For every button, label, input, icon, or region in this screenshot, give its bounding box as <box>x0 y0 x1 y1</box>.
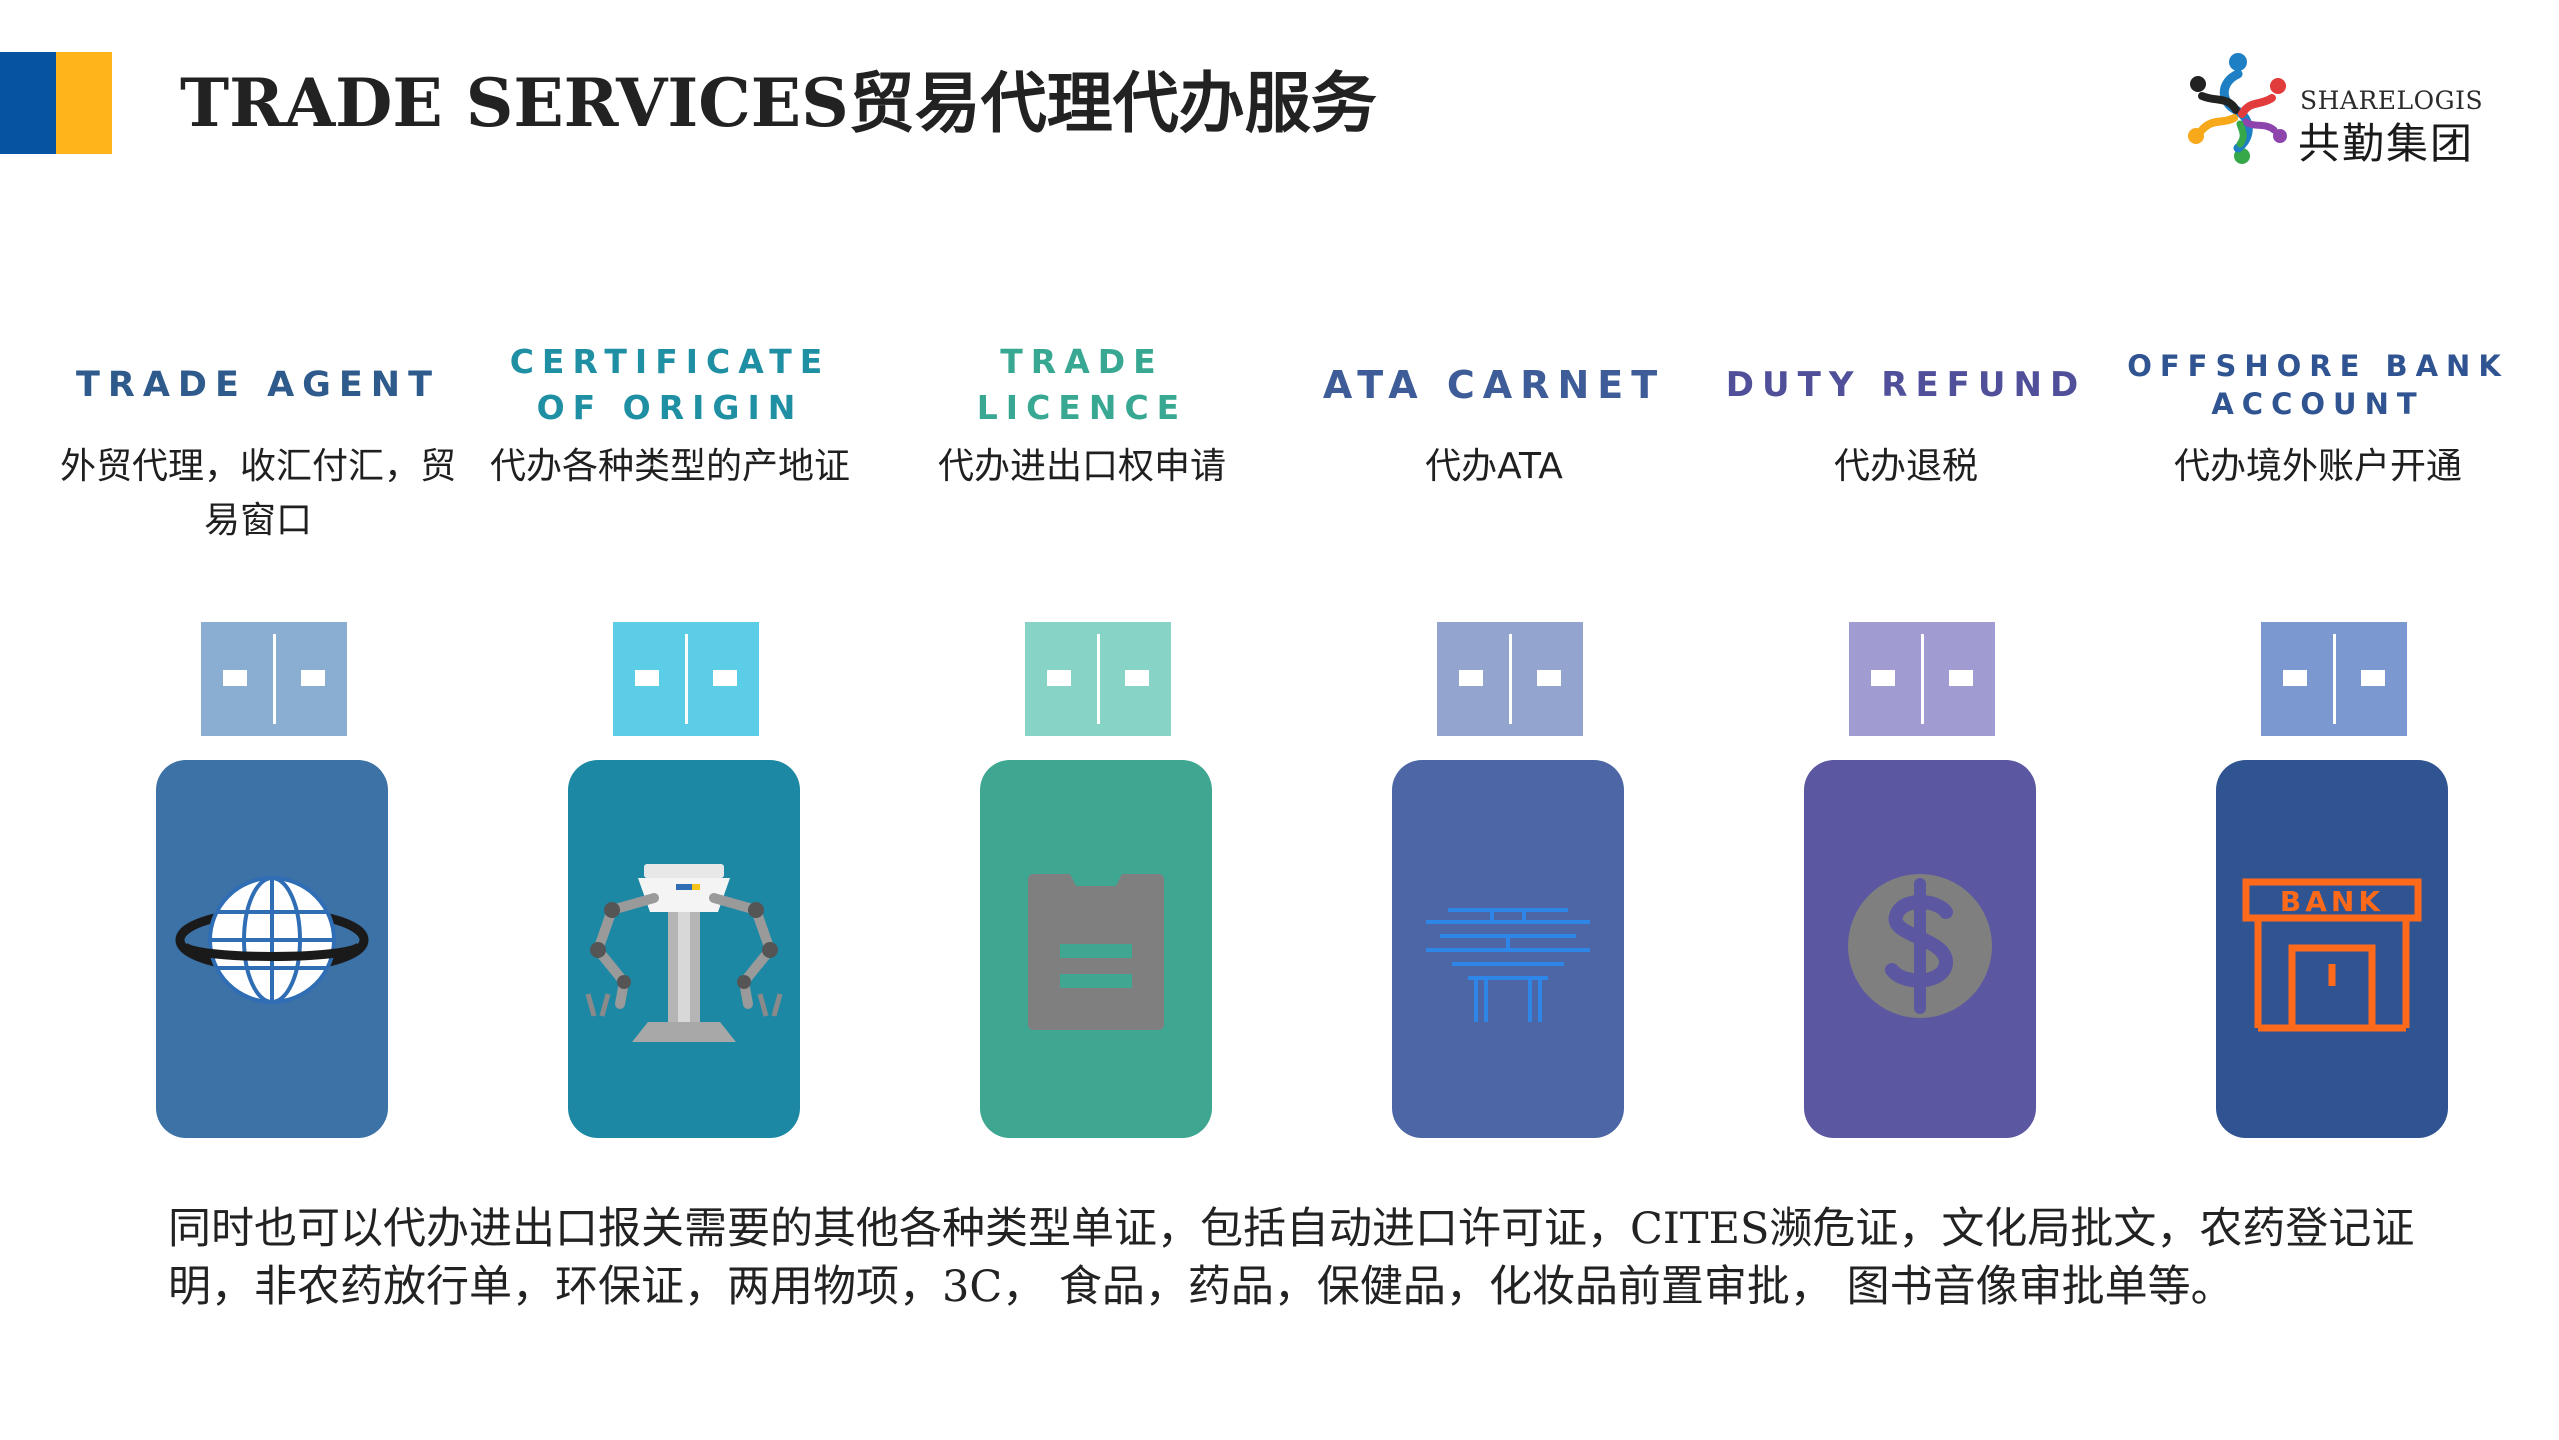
bank-sign-label: BANK <box>2280 885 2384 918</box>
service-card-trade-licence: TRADE LICENCE 代办进出口权申请 <box>882 330 1282 1140</box>
robot-arm-icon <box>585 864 783 1042</box>
usb-body <box>1804 760 2036 1138</box>
service-title-en: CERTIFICATE OF ORIGIN <box>509 342 831 427</box>
page-title: TRADE SERVICES贸易代理代办服务 <box>180 64 1377 142</box>
clipboard-icon <box>1028 874 1164 1030</box>
service-title-en: ATA CARNET <box>1322 363 1666 407</box>
usb-body <box>156 760 388 1138</box>
service-title-en: TRADE AGENT <box>76 365 440 405</box>
header-accent-blue <box>0 52 56 154</box>
usb-connector <box>201 622 347 736</box>
logo-wordmark-en: SHARELOGIS <box>2300 86 2484 115</box>
logo-wordmark-cn: 共勤集团 <box>2298 119 2475 168</box>
service-title-en: OFFSHORE BANK ACCOUNT <box>2127 349 2509 421</box>
service-card-trade-agent: TRADE AGENT 外贸代理，收汇付汇，贸易窗口 <box>58 330 458 1140</box>
service-title-cn: 代办各种类型的产地证 <box>489 446 850 487</box>
gate-icon <box>1426 908 1590 1022</box>
dollar-coin-icon <box>1848 874 1992 1018</box>
usb-connector <box>1849 622 1995 736</box>
service-title-en: DUTY REFUND <box>1725 365 2087 405</box>
service-title-cn: 代办退税 <box>1833 446 1978 487</box>
bank-icon: BANK <box>2242 878 2422 1032</box>
service-card-offshore-bank-account: OFFSHORE BANK ACCOUNT 代办境外账户开通 BANK <box>2118 330 2518 1140</box>
usb-connector <box>2261 622 2407 736</box>
service-title-en: TRADE LICENCE <box>976 342 1188 427</box>
footer-description: 同时也可以代办进出口报关需要的其他各种类型单证，包括自动进口许可证，CITES濒… <box>168 1204 2415 1312</box>
service-title-cn: 代办ATA <box>1425 446 1563 487</box>
usb-body <box>568 760 800 1138</box>
usb-body <box>1392 760 1624 1138</box>
service-title-cn: 代办境外账户开通 <box>2173 446 2462 487</box>
header-accent-yellow <box>56 52 112 154</box>
globe-icon <box>175 876 369 1004</box>
usb-body: BANK <box>2216 760 2448 1138</box>
usb-connector <box>1025 622 1171 736</box>
company-logo: SHARELOGIS 共勤集团 <box>2180 52 2510 170</box>
usb-body <box>980 760 1212 1138</box>
usb-connector <box>1437 622 1583 736</box>
service-card-certificate-of-origin: CERTIFICATE OF ORIGIN 代办各种类型的产地证 <box>470 330 870 1140</box>
service-card-duty-refund: DUTY REFUND 代办退税 <box>1706 330 2106 1140</box>
usb-connector <box>613 622 759 736</box>
service-title-cn: 外贸代理，收汇付汇，贸易窗口 <box>59 446 456 541</box>
service-title-cn: 代办进出口权申请 <box>937 446 1226 487</box>
sharelogis-logo-icon <box>2188 53 2287 164</box>
service-card-ata-carnet: ATA CARNET 代办ATA <box>1294 330 1694 1140</box>
